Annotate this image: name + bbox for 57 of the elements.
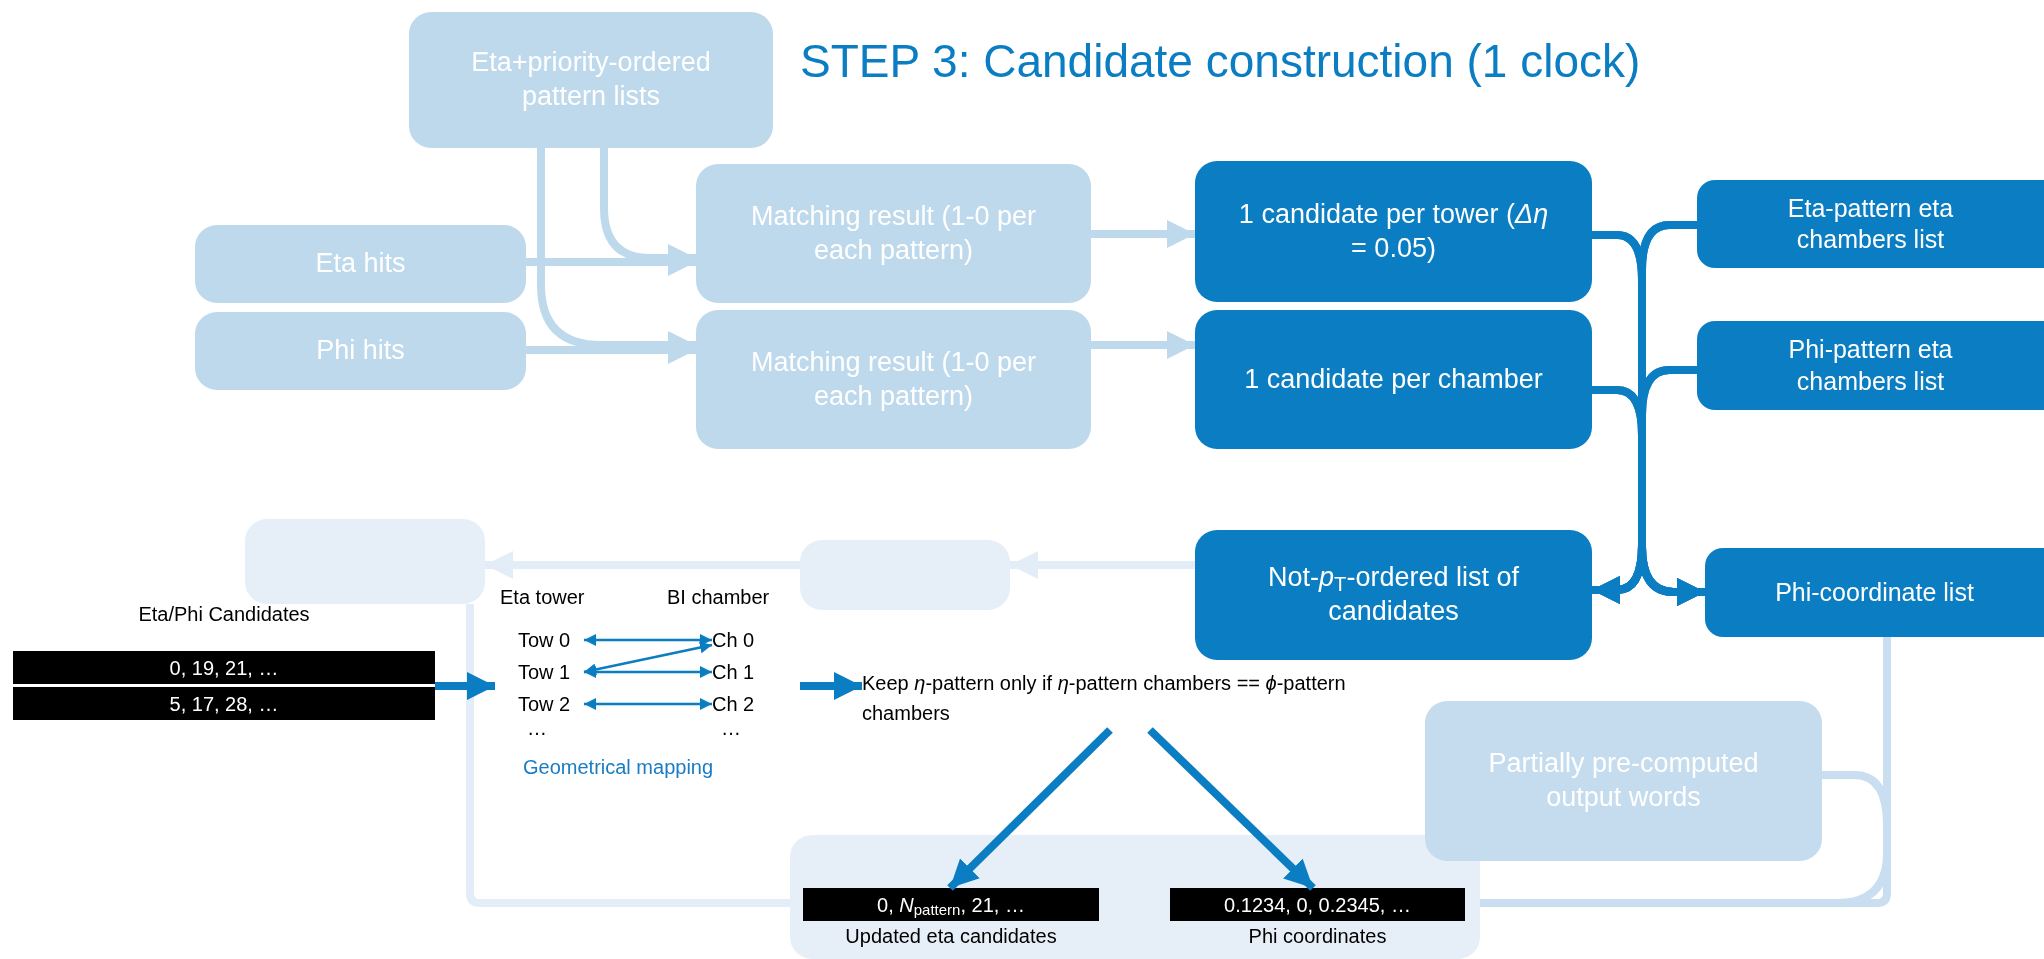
mapping-text: Eta tower [500, 585, 585, 610]
process-box [1425, 701, 1822, 861]
arrow [1091, 220, 1195, 248]
box-label: Phi hits [316, 334, 405, 368]
process-box [1705, 548, 2044, 637]
data-bar: 0, 19, 21, … [13, 651, 435, 684]
caption: Updated eta candidates [844, 926, 1058, 946]
box-label: Eta+priority-ordered pattern lists [470, 46, 712, 113]
box-label: Phi-pattern eta chambers list [1787, 334, 1954, 397]
process-box [1697, 321, 2044, 410]
mapping-text: BI chamber [667, 585, 770, 610]
ellipsis-text: … [526, 718, 548, 738]
mapping-entry: Ch 1 [712, 658, 772, 686]
box-label: Matching result (1-0 per each pattern) [749, 345, 1038, 413]
process-box [1697, 180, 2044, 268]
box-label: Eta-pattern eta chambers list [1786, 192, 1955, 255]
mapping-entry: Ch 0 [712, 626, 772, 654]
process-box [1195, 161, 1592, 302]
faded-box [800, 540, 1010, 610]
mapping-entry: Tow 0 [518, 626, 584, 654]
caption: Eta/Phi Candidates [137, 604, 311, 624]
box-label: Eta hits [315, 247, 406, 281]
box-label: Not-p$_{T}$-ordered list of candidates [1267, 561, 1520, 628]
condition-text: Keep η-pattern only if η-pattern chambers == ϕ-pattern chambers [862, 668, 1352, 730]
data-bar: 0.1234, 0, 0.2345, … [1170, 888, 1465, 921]
arrow [583, 641, 713, 676]
mapping-entry: Tow 1 [518, 658, 584, 686]
arrow [1010, 551, 1195, 579]
box-label: Phi-coordinate list [1775, 576, 1974, 608]
mapping-entry: Ch 2 [712, 690, 772, 718]
arrow [584, 666, 712, 678]
faded-box [790, 835, 1480, 959]
arrow [485, 551, 800, 579]
process-box [1195, 310, 1592, 449]
arrow [1091, 331, 1195, 359]
box-label: Matching result (1-0 per each pattern) [749, 199, 1038, 267]
data-bar: 5, 17, 28, … [13, 687, 435, 720]
ellipsis-text: … [720, 718, 742, 738]
arrow [1147, 727, 1316, 891]
box-label: Partially pre-computed output words [1487, 747, 1760, 814]
caption: Phi coordinates [1247, 926, 1388, 946]
arrow [1638, 366, 1705, 606]
process-box [195, 225, 526, 303]
arrow [584, 698, 712, 710]
process-box [696, 310, 1091, 449]
mapping-entry: Tow 2 [518, 690, 584, 718]
box-label: 1 candidate per chamber [1244, 362, 1543, 396]
box-label: 1 candidate per tower (Δη = 0.05) [1238, 197, 1549, 265]
process-box [696, 164, 1091, 303]
arrow [947, 727, 1113, 891]
data-bar: 0, N$_{pattern}$, 21, … [803, 888, 1099, 921]
mapping-text: Geometrical mapping [523, 755, 714, 780]
process-box [409, 12, 773, 148]
process-box [195, 312, 526, 390]
process-box [1195, 530, 1592, 660]
faded-box [245, 519, 485, 604]
arrow [584, 634, 712, 646]
